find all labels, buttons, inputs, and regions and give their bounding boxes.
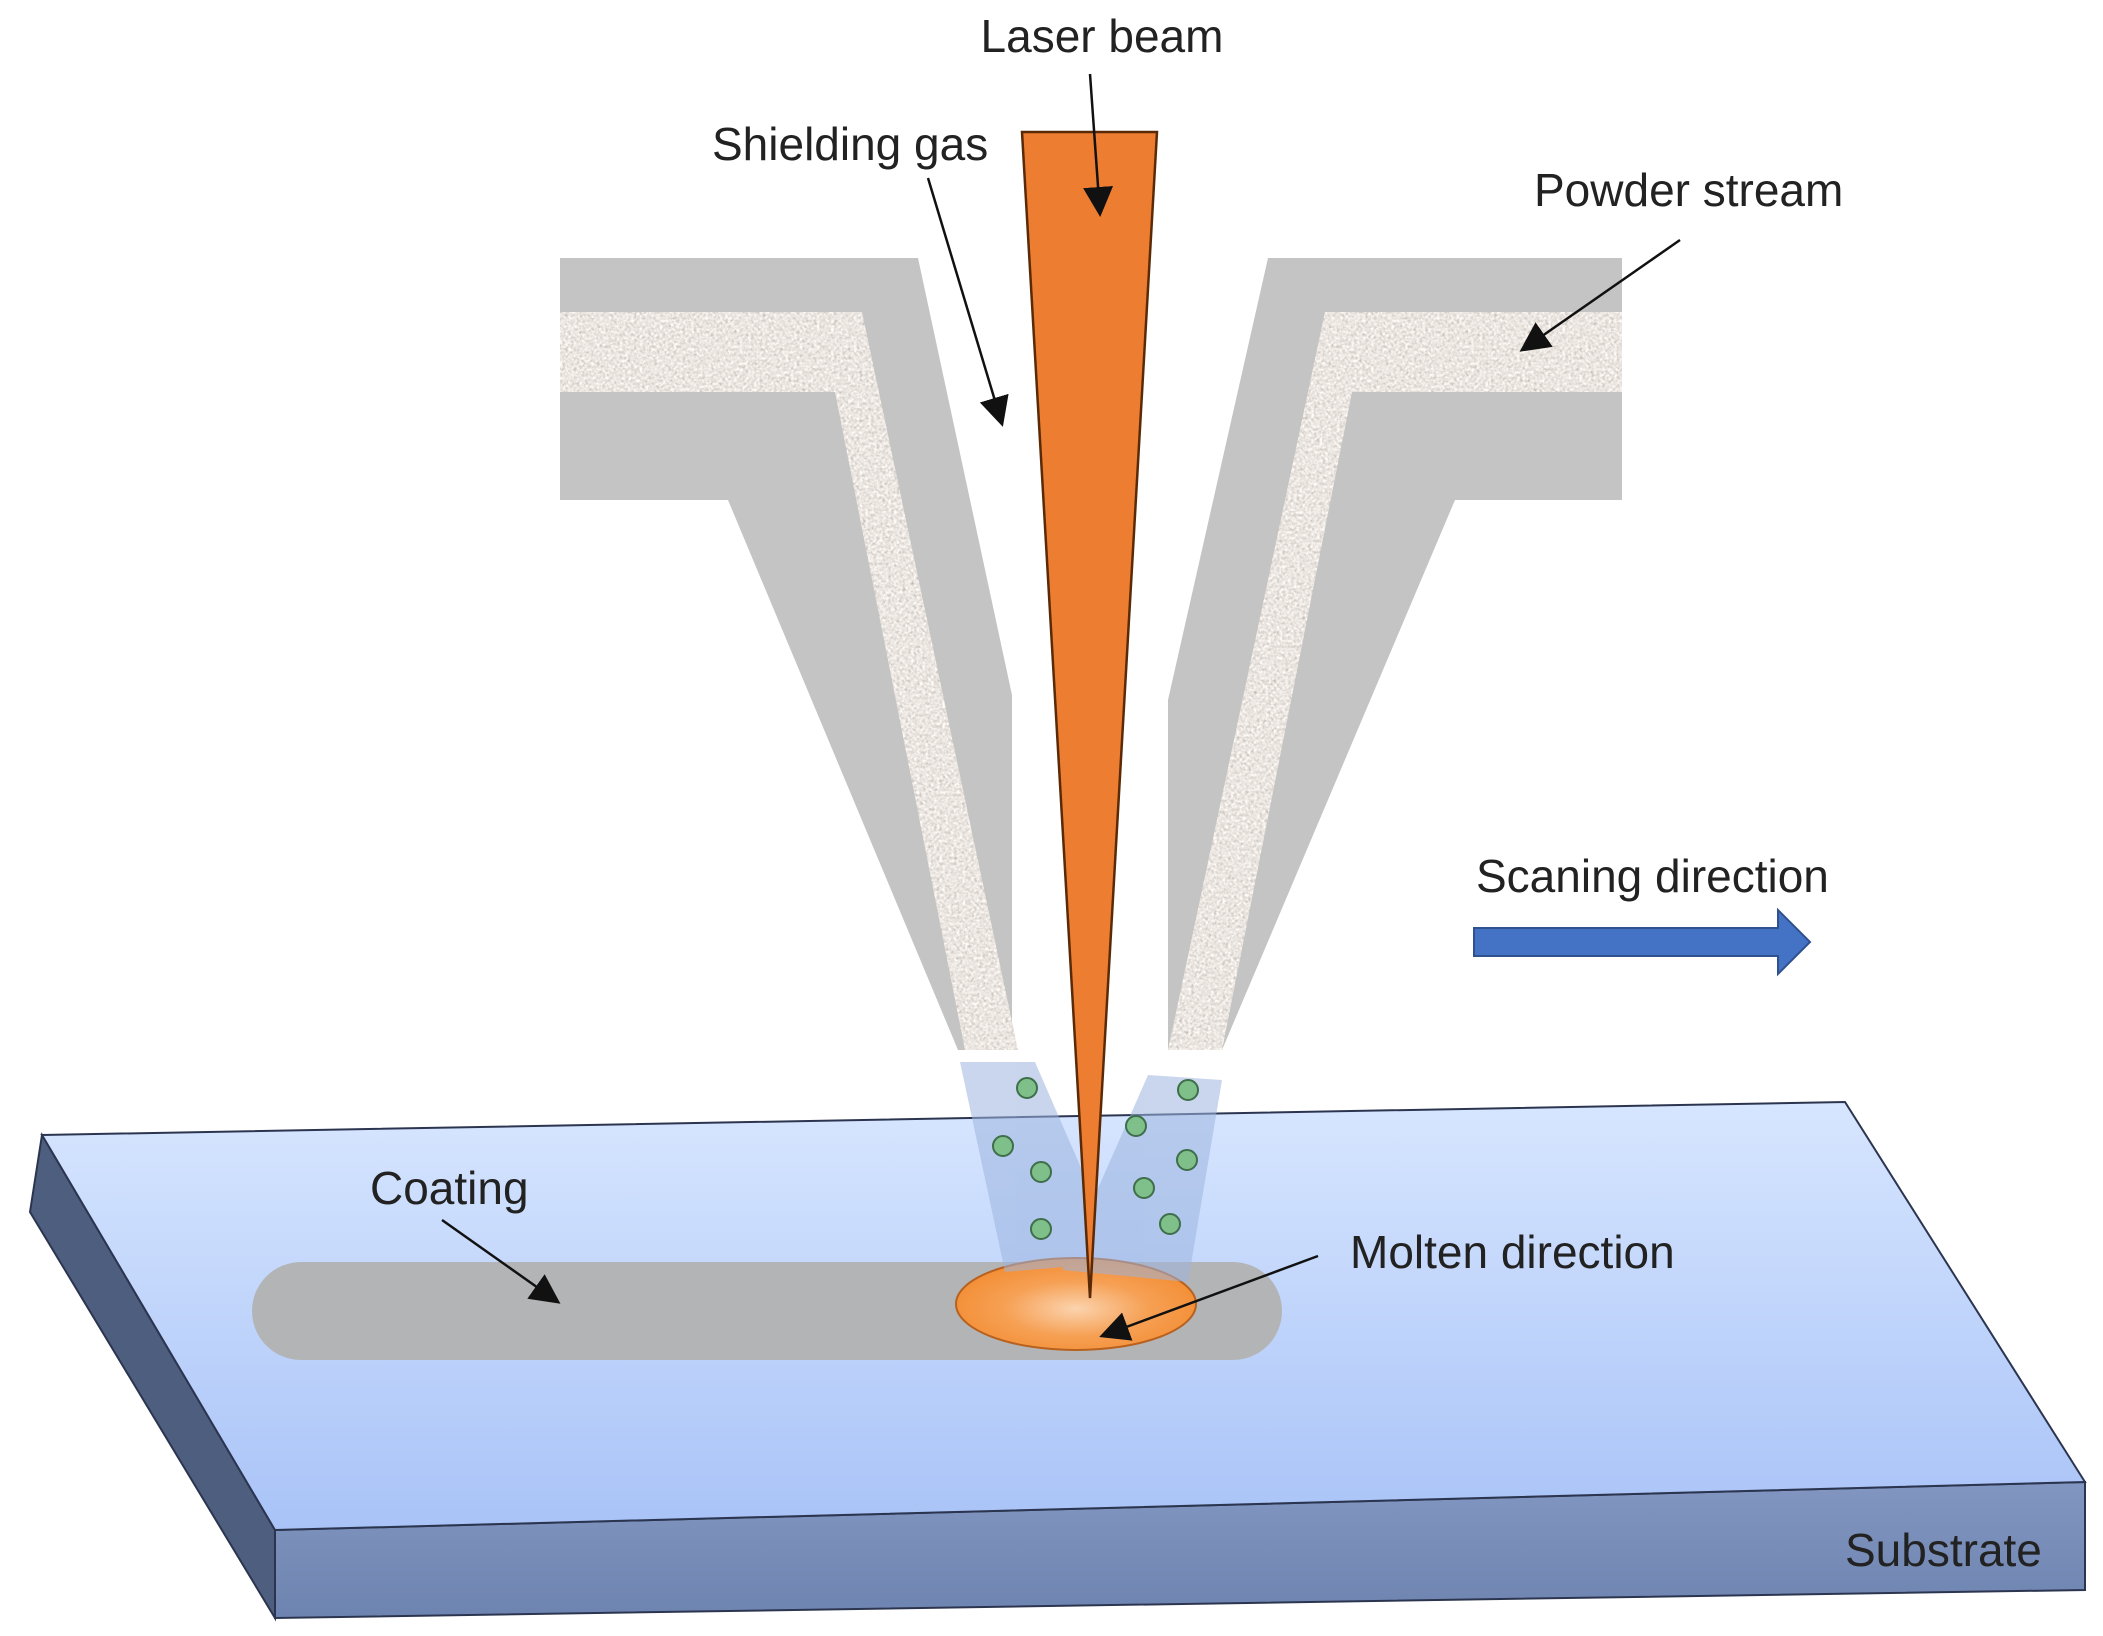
shielding-gas-leader xyxy=(926,177,1009,427)
nozzle-left-wall xyxy=(560,258,1012,1050)
label-powder-stream: Powder stream xyxy=(1534,164,1843,216)
powder-particle xyxy=(1133,1177,1155,1199)
laser-beam xyxy=(1020,130,1159,1299)
nozzle-right-wall xyxy=(1168,258,1622,1050)
powder-particle xyxy=(1159,1213,1181,1235)
powder-particle xyxy=(1016,1077,1038,1099)
label-shielding-gas: Shielding gas xyxy=(712,118,988,170)
right-arrow-icon xyxy=(1473,907,1812,977)
leader-arrows xyxy=(441,73,1681,1341)
powder-particle xyxy=(1125,1115,1147,1137)
powder-particle xyxy=(1177,1079,1199,1101)
powder-stream-leader xyxy=(1519,238,1681,352)
powder-particles xyxy=(992,1077,1199,1240)
label-substrate: Substrate xyxy=(1845,1524,2042,1576)
label-coating: Coating xyxy=(370,1162,529,1214)
molten-direction-leader xyxy=(1099,1254,1319,1341)
laser-beam-leader xyxy=(1083,73,1114,217)
powder-particle xyxy=(1176,1149,1198,1171)
powder-particle xyxy=(1030,1218,1052,1240)
label-molten-direction: Molten direction xyxy=(1350,1226,1675,1278)
nozzle xyxy=(560,258,1622,1050)
powder-particle xyxy=(992,1135,1014,1157)
label-laser-beam: Laser beam xyxy=(981,10,1224,62)
powder-particle xyxy=(1030,1161,1052,1183)
label-scanning-direction: Scaning direction xyxy=(1476,850,1829,902)
coating-leader xyxy=(441,1218,561,1304)
